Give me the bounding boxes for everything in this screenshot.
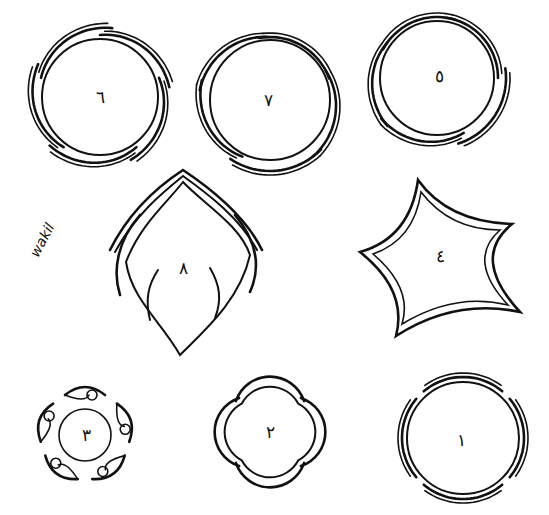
- petal: [197, 33, 263, 84]
- petal: [458, 68, 506, 143]
- petal: [65, 395, 89, 399]
- petal: [398, 400, 410, 476]
- petal: [41, 419, 50, 442]
- figure-number: ٦: [96, 89, 105, 106]
- petal-hook: [98, 467, 108, 477]
- petal: [210, 268, 219, 318]
- flower-outline: [225, 387, 316, 478]
- petal-hook: [51, 458, 61, 468]
- petal: [425, 373, 501, 385]
- petal: [117, 404, 132, 442]
- petal: [110, 170, 262, 250]
- petal-hook: [120, 424, 130, 434]
- figure-number: ٤: [436, 248, 445, 265]
- petal: [381, 125, 461, 146]
- petal: [137, 81, 168, 161]
- petal: [28, 67, 57, 148]
- petal: [148, 270, 158, 320]
- figure-number: ٢: [266, 424, 275, 441]
- petal: [33, 64, 64, 147]
- figure-number: ٣: [82, 427, 91, 444]
- flower-outline: [42, 39, 158, 155]
- figure-number: ٨: [179, 260, 188, 277]
- petal: [196, 84, 236, 158]
- petal: [200, 37, 268, 90]
- petal: [263, 33, 331, 73]
- petal: [105, 31, 173, 81]
- petal: [92, 456, 124, 480]
- petal: [235, 215, 256, 292]
- flower-outline: [210, 40, 330, 160]
- petal: [314, 70, 336, 155]
- petal: [58, 464, 77, 479]
- petal: [200, 80, 242, 156]
- petal: [453, 15, 502, 74]
- petal: [51, 152, 136, 167]
- petal: [41, 28, 112, 78]
- petal: [233, 156, 321, 175]
- petal: [320, 73, 340, 156]
- petal: [382, 13, 453, 44]
- petal-hook: [44, 411, 54, 421]
- petal: [230, 149, 321, 171]
- petal: [381, 119, 464, 142]
- petal: [464, 73, 510, 146]
- petal: [39, 23, 108, 72]
- figure-number: ١: [457, 432, 466, 449]
- petal: [45, 456, 77, 480]
- flower-outline: [59, 409, 111, 461]
- flower-outline: [380, 21, 494, 135]
- flower-outline: [373, 192, 508, 324]
- petal: [117, 404, 125, 427]
- petal: [368, 44, 382, 125]
- petal: [105, 456, 125, 470]
- petal: [38, 404, 53, 442]
- petal: [65, 387, 105, 395]
- flower-outline: [407, 382, 519, 494]
- petal: [448, 18, 498, 78]
- figure-number: ٧: [264, 92, 273, 109]
- petal: [117, 215, 140, 295]
- petal: [425, 491, 501, 503]
- signature: wakil: [27, 221, 56, 259]
- petal: [259, 37, 329, 79]
- flower-outline: [360, 180, 520, 336]
- petal-hook: [87, 390, 97, 400]
- figure-number: ٥: [435, 68, 444, 85]
- petal: [383, 17, 456, 49]
- petal: [516, 400, 528, 476]
